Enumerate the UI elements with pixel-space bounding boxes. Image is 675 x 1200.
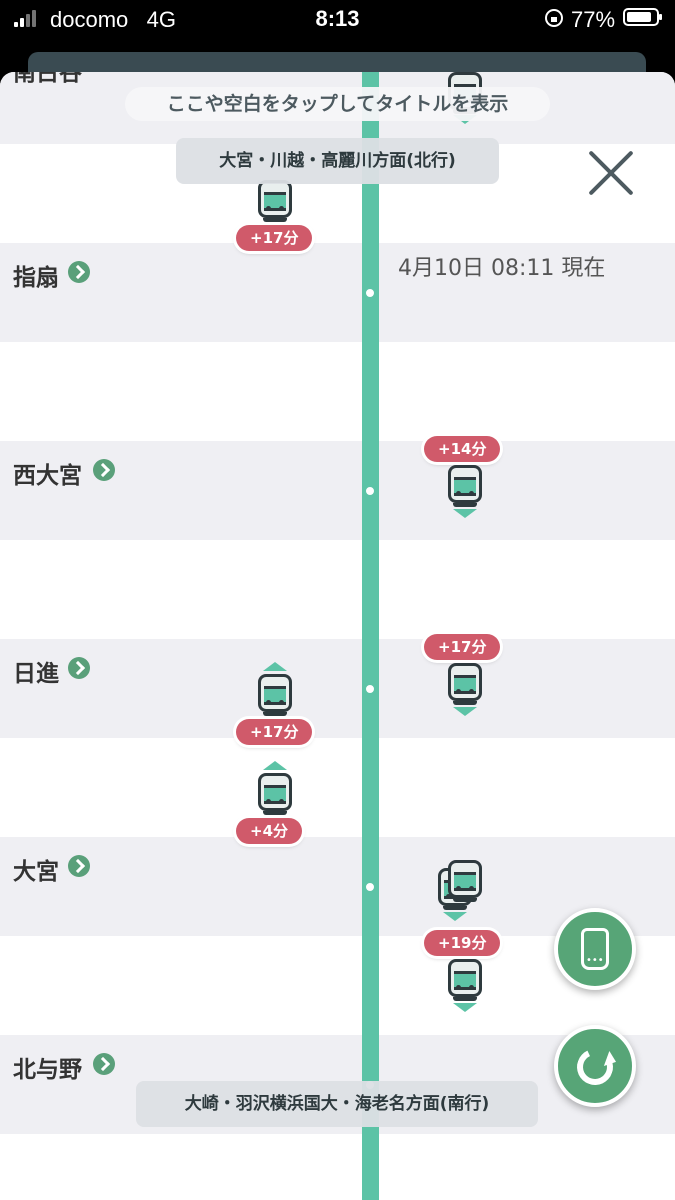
station-name: 日進 — [13, 661, 59, 687]
station-row-nisshin[interactable]: 日進 — [0, 639, 675, 738]
direction-label-south: 大崎・羽沢横浜国大・海老名方面(南行) — [136, 1081, 538, 1127]
station-name: 指扇 — [13, 265, 59, 291]
station-row-nishi-omiya[interactable]: 西大宮 — [0, 441, 675, 540]
refresh-icon — [571, 1043, 619, 1091]
close-button[interactable] — [584, 146, 638, 200]
chevron-right-icon — [93, 459, 115, 481]
station-dot — [363, 484, 377, 498]
delay-badge: +14分 — [424, 436, 501, 462]
station-dot — [363, 880, 377, 894]
delay-badge: +17分 — [236, 225, 313, 251]
station-row-omiya[interactable]: 大宮 — [0, 837, 675, 936]
carrier-label: docomo 4G — [50, 7, 176, 32]
northbound-arrow-icon — [263, 761, 287, 770]
signal-icon — [14, 9, 40, 27]
line-track — [362, 72, 379, 1200]
rotation-lock-icon — [545, 9, 563, 27]
southbound-arrow-icon — [453, 1003, 477, 1012]
chevron-right-icon — [68, 657, 90, 679]
refresh-button[interactable] — [554, 1025, 636, 1107]
station-dot — [363, 682, 377, 696]
battery-percent: 77% — [571, 7, 616, 32]
chevron-right-icon — [68, 855, 90, 877]
train-icon[interactable] — [448, 959, 482, 1001]
tap-hint[interactable]: ここや空白をタップしてタイトルを表示 — [125, 87, 550, 121]
train-position-sheet[interactable]: 南古谷 指扇 西大宮 日進 大宮 北与野 +17分 +14分 +17 — [0, 72, 675, 1200]
station-name: 大宮 — [13, 859, 59, 885]
station-name: 北与野 — [13, 1057, 82, 1083]
train-icon[interactable] — [448, 465, 482, 507]
station-name: 西大宮 — [13, 463, 82, 489]
station-row-sashiogi[interactable]: 指扇 — [0, 243, 675, 342]
chevron-right-icon — [93, 1053, 115, 1075]
delay-badge: +19分 — [424, 930, 501, 956]
train-list-button[interactable] — [554, 908, 636, 990]
southbound-arrow-icon — [443, 912, 467, 921]
direction-label-north: 大宮・川越・高麗川方面(北行) — [176, 138, 499, 184]
southbound-arrow-icon — [453, 509, 477, 518]
train-icon[interactable] — [258, 773, 292, 815]
train-icon — [581, 928, 609, 970]
southbound-arrow-icon — [453, 707, 477, 716]
station-dot — [363, 286, 377, 300]
train-icon[interactable] — [258, 674, 292, 716]
station-name: 南古谷 — [13, 72, 82, 86]
status-bar: docomo 4G 8:13 77% — [0, 0, 675, 40]
train-icon[interactable] — [448, 860, 482, 902]
delay-badge: +17分 — [236, 719, 313, 745]
delay-badge: +17分 — [424, 634, 501, 660]
northbound-arrow-icon — [263, 662, 287, 671]
clock: 8:13 — [315, 6, 360, 31]
train-icon[interactable] — [258, 180, 292, 222]
train-icon[interactable] — [448, 663, 482, 705]
delay-badge: +4分 — [236, 818, 303, 844]
battery-icon — [623, 8, 662, 26]
updated-timestamp: 4月10日 08:11 現在 — [398, 256, 606, 281]
chevron-right-icon — [68, 261, 90, 283]
